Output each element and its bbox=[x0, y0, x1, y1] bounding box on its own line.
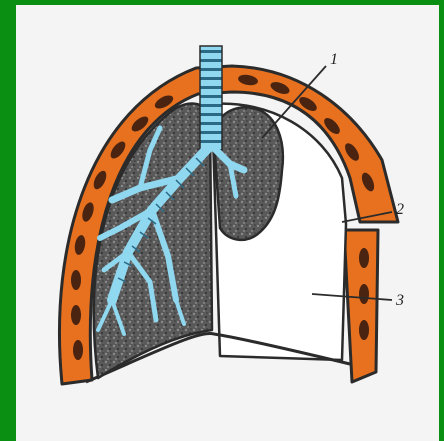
callout-label-3: 3 bbox=[395, 292, 404, 309]
callout-label-1: 1 bbox=[330, 51, 338, 68]
trachea bbox=[200, 46, 222, 150]
callout-label-2: 2 bbox=[396, 201, 404, 218]
